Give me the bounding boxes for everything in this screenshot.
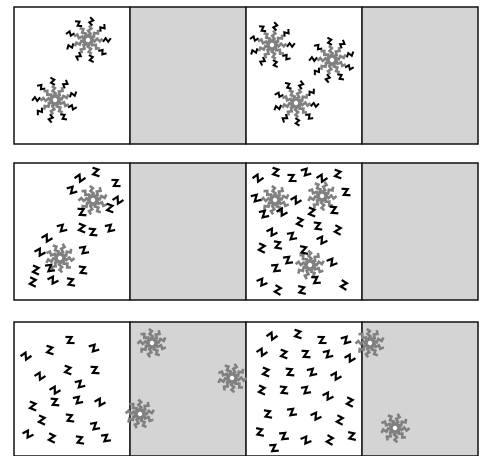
panel-r2-c4 [362, 163, 478, 300]
panel-r1-c4 [362, 7, 478, 144]
row-1 [14, 7, 478, 144]
panel-r3-c4 [362, 322, 478, 456]
row-2 [14, 163, 478, 300]
panel-r2-c3 [246, 163, 362, 300]
panel-r1-c1 [14, 7, 130, 144]
panel-r2-c2 [130, 163, 246, 300]
panel-r1-c2 [130, 7, 246, 144]
row-3 [14, 322, 478, 456]
